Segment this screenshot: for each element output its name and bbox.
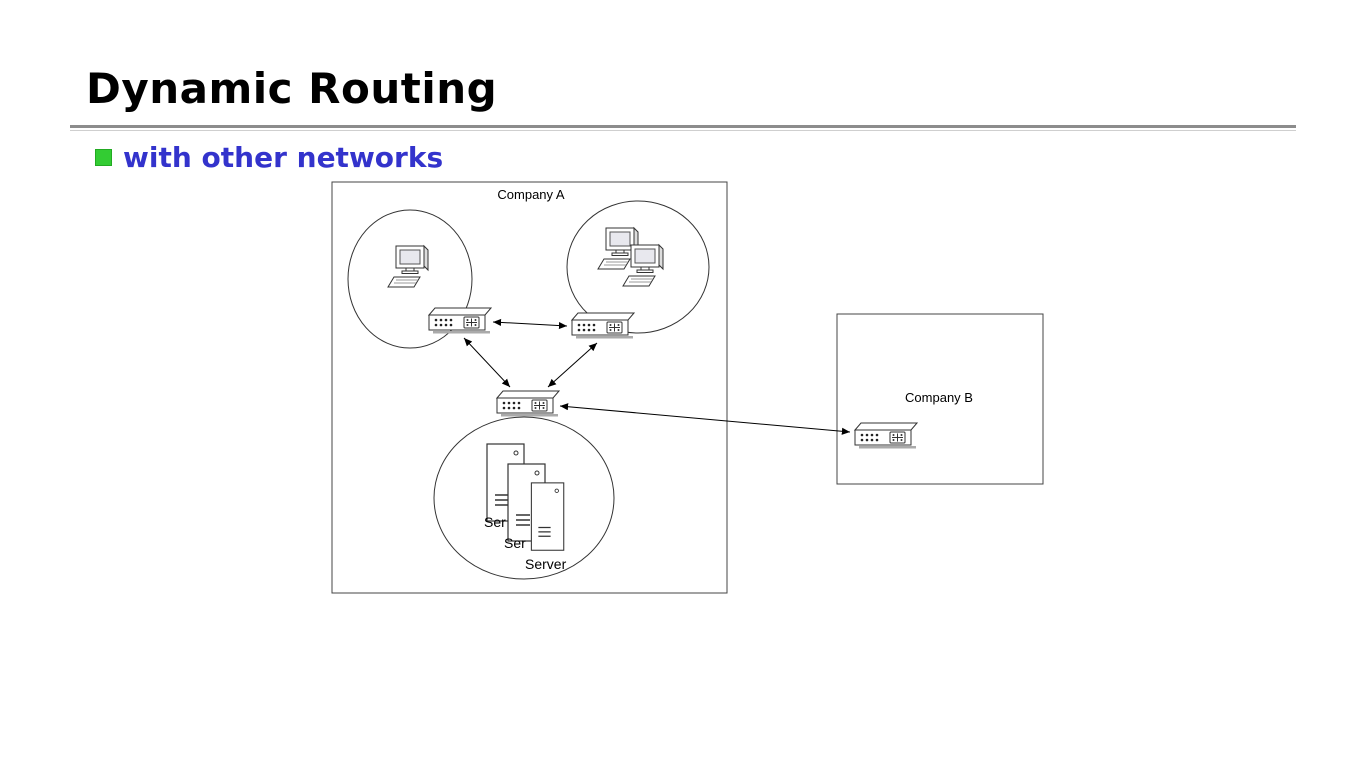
computer-icon: [387, 245, 429, 288]
link-arrow-router3-companyb: [559, 403, 851, 435]
title-divider: [70, 125, 1296, 131]
lan-ellipse-servers: [433, 416, 615, 580]
bullet-square-icon: [95, 149, 112, 166]
router-icon: [496, 390, 560, 417]
lan-ellipse-right: [566, 200, 710, 334]
bullet-label: with other networks: [123, 141, 444, 174]
server-label-2: Ser: [504, 535, 526, 551]
server-label-3: Server: [525, 556, 567, 572]
router-icon: [428, 307, 492, 334]
router-icon: [854, 422, 918, 449]
lan-ellipse-left: [347, 209, 473, 349]
server-icon: [530, 482, 565, 551]
computer-icon: [622, 244, 664, 287]
company-a-box: [331, 181, 728, 594]
company-b-label: Company B: [905, 390, 973, 405]
link-arrow-router2-router3: [547, 342, 598, 388]
page-title: Dynamic Routing: [86, 64, 498, 113]
link-arrow-router1-router2: [492, 318, 568, 330]
company-a-label: Company A: [497, 187, 565, 202]
router-icon: [571, 312, 635, 339]
link-arrow-router1-router3: [463, 337, 511, 388]
company-b-box: [836, 313, 1044, 485]
server-label-1: Ser: [484, 514, 506, 530]
bullet-item: with other networks: [95, 141, 443, 174]
